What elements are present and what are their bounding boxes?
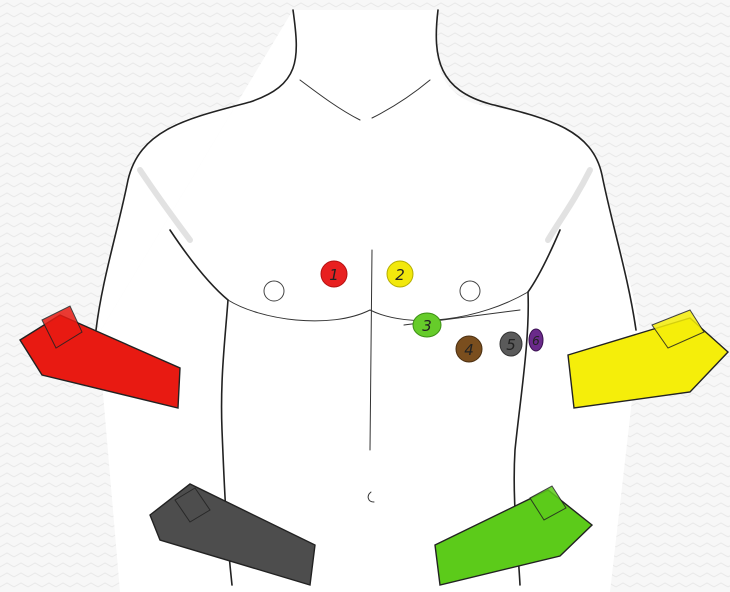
electrode-6-label: 6 — [532, 334, 540, 348]
right-nipple — [264, 281, 284, 301]
electrode-4-label: 4 — [464, 341, 474, 359]
electrode-2: 2 — [387, 261, 413, 287]
electrode-5: 5 — [500, 332, 522, 356]
left-nipple — [460, 281, 480, 301]
electrode-2-label: 2 — [395, 266, 405, 284]
electrode-3: 3 — [413, 313, 441, 337]
electrode-3-label: 3 — [422, 317, 432, 335]
electrode-1-label: 1 — [329, 266, 339, 284]
electrode-5-label: 5 — [506, 336, 516, 354]
electrode-6: 6 — [529, 329, 543, 351]
electrode-1: 1 — [321, 261, 347, 287]
electrode-4: 4 — [456, 336, 482, 362]
